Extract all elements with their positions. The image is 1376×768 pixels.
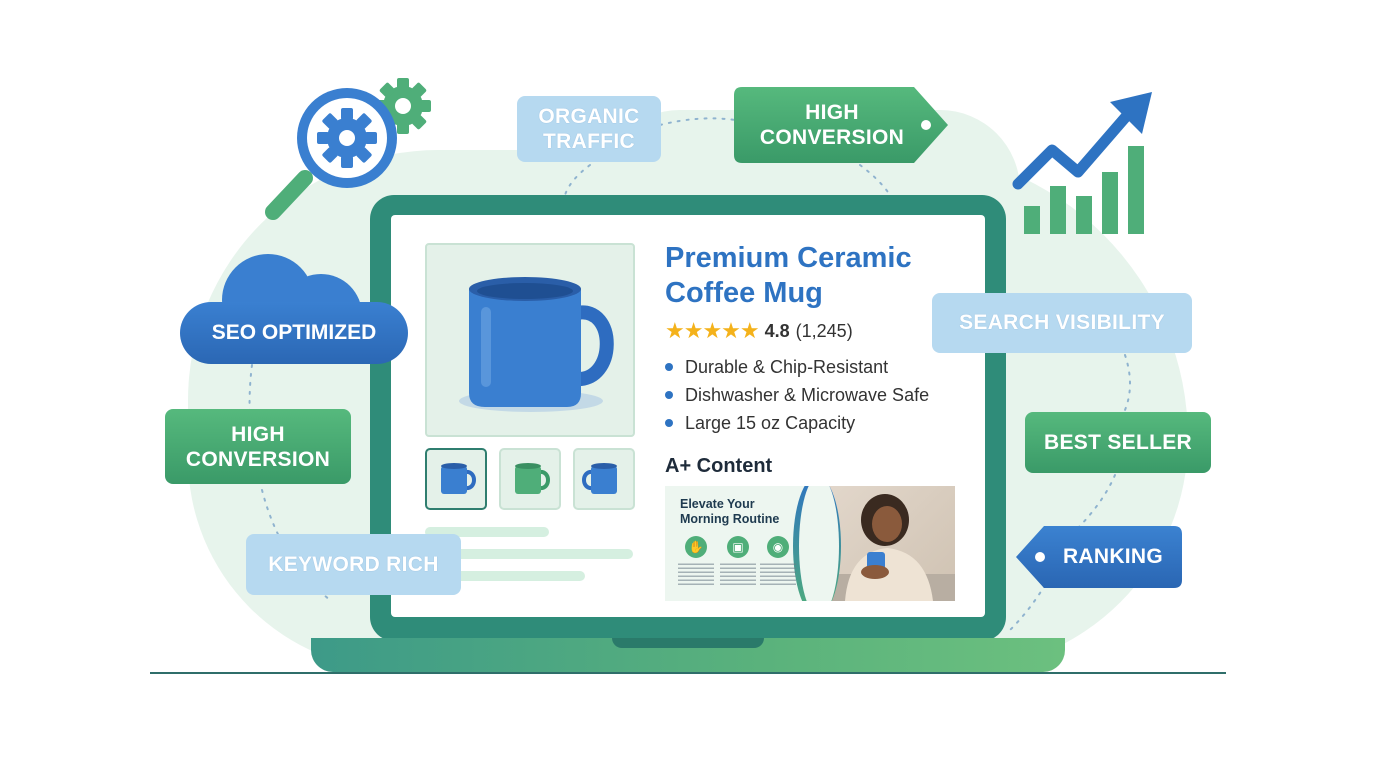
bullet-icon [665,391,673,399]
feature-item: Durable & Chip-Resistant [665,353,929,381]
thumbnail-green-mug[interactable] [499,448,561,510]
rating-row: ★★★★★ 4.8 (1,245) [665,318,853,344]
mug-icon [582,463,617,494]
bullet-icon [665,419,673,427]
feature-item: Dishwasher & Microwave Safe [665,381,929,409]
mug-icon [515,463,550,494]
seo-optimized-label: SEO OPTIMIZED [211,321,377,344]
banner-wave-inner [799,486,839,601]
rating-count[interactable]: (1,245) [795,320,853,341]
bullet-icon [665,363,673,371]
ground-line [150,672,1226,674]
product-page-screen: Premium Ceramic Coffee Mug ★★★★★ 4.8 (1,… [391,215,985,617]
rating-value: 4.8 [764,320,790,341]
mug-icon [459,277,614,412]
growth-chart-icon [1012,92,1152,234]
thumbnail-blue-mug[interactable] [425,448,487,510]
best-seller-tag: BEST SELLER [1025,412,1211,473]
laptop-notch [612,638,764,648]
organic-traffic-tag: ORGANIC TRAFFIC [517,96,661,162]
fine-print [720,563,756,585]
fine-print [760,563,796,585]
microwave-icon: ▣ [727,536,749,558]
aplus-heading: Elevate Your Morning Routine [680,497,780,526]
hand-icon: ✋ [685,536,707,558]
seo-optimized-cloud: SEO OPTIMIZED [180,250,408,365]
thumbnail-blue-mug-alt[interactable] [573,448,635,510]
product-title: Premium Ceramic Coffee Mug [665,242,912,309]
price-tag-shape [734,87,948,163]
magnifier-gear-icon [265,78,431,220]
high-conversion-top-tag: HIGH CONVERSION [759,101,905,149]
ranking-tag-shape [1016,526,1182,588]
placeholder-line [425,571,585,581]
feature-item: Large 15 oz Capacity [665,409,929,437]
placeholder-line [425,549,633,559]
mug-icon [441,463,476,494]
placeholder-line [425,527,549,537]
rating-stars-icon: ★★★★★ [665,318,760,343]
keyword-rich-tag: KEYWORD RICH [246,534,461,595]
aplus-content-title: A+ Content [665,455,773,477]
high-conversion-left-tag: HIGH CONVERSION [165,409,351,484]
cloud-icon-base [180,302,408,364]
search-visibility-tag: SEARCH VISIBILITY [932,293,1192,353]
lightbulb-icon: ◉ [767,536,789,558]
fine-print [678,563,714,585]
ranking-tag: RANKING [1062,545,1164,568]
product-main-image[interactable] [425,243,635,437]
aplus-content-banner[interactable]: Elevate Your Morning Routine ✋ ▣ ◉ [665,486,955,601]
feature-list: Durable & Chip-Resistant Dishwasher & Mi… [665,353,929,437]
woman-with-mug-image [815,494,955,601]
